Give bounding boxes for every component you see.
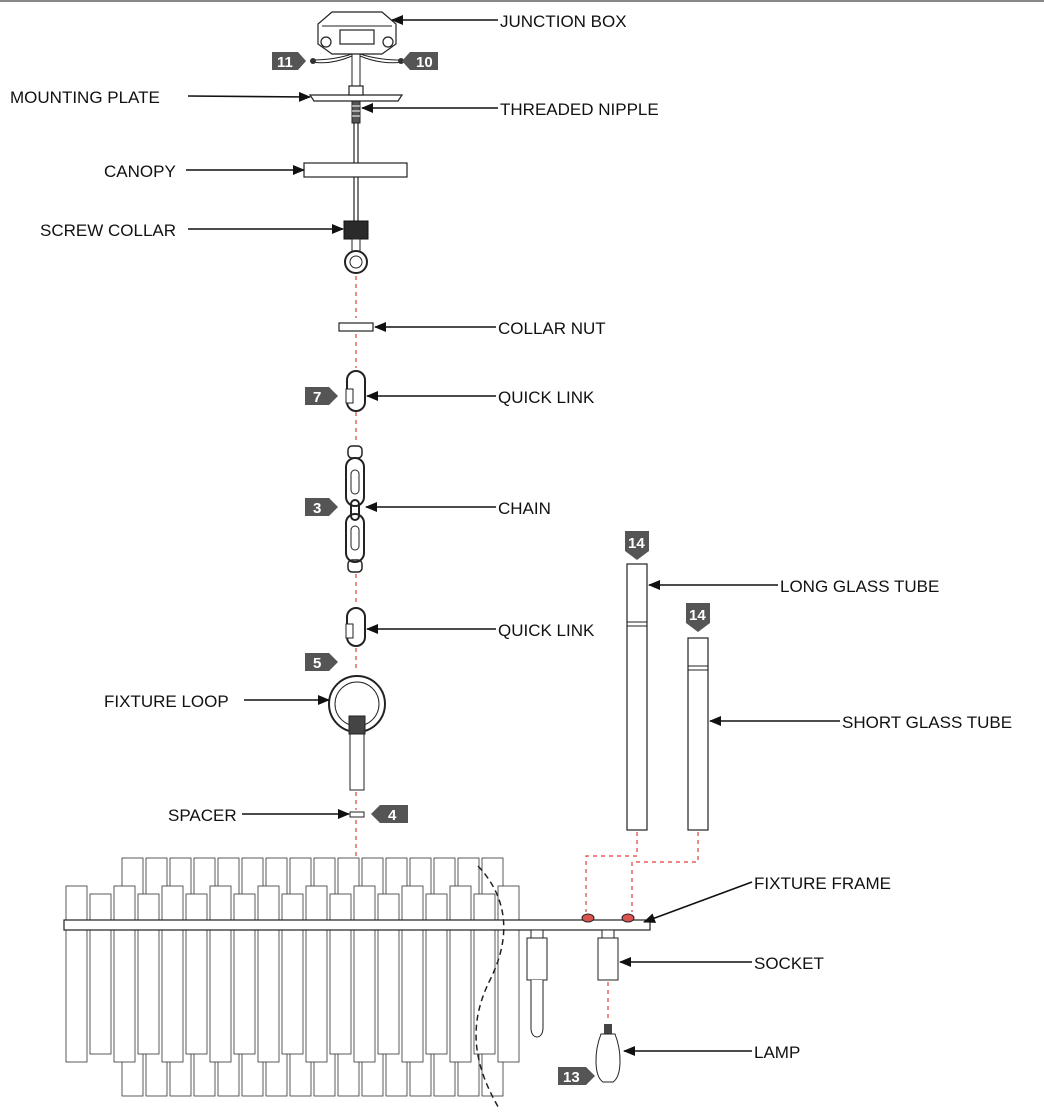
- glass-rod: [209, 885, 232, 1063]
- svg-text:7: 7: [313, 389, 321, 406]
- label-screw-collar: SCREW COLLAR: [40, 221, 176, 240]
- glass-rod: [329, 893, 352, 1055]
- long-glass-tube: [626, 563, 648, 831]
- label-short-glass-tube: SHORT GLASS TUBE: [842, 713, 1012, 732]
- canopy: [303, 162, 408, 178]
- glass-rod: [497, 885, 520, 1063]
- glass-rod: [305, 885, 328, 1063]
- cutaway-line: [475, 865, 505, 1111]
- socket: [597, 929, 619, 981]
- quick-link-bottom: [345, 607, 366, 647]
- glass-rod: [233, 893, 256, 1055]
- badge-14-short: 14: [686, 603, 710, 632]
- screw-collar: [343, 220, 369, 274]
- label-canopy: CANOPY: [104, 162, 176, 181]
- label-collar-nut: COLLAR NUT: [498, 319, 606, 338]
- badge-11: 11: [272, 52, 306, 71]
- fixture-frame: [63, 913, 651, 931]
- svg-text:3: 3: [313, 500, 321, 517]
- svg-text:4: 4: [388, 807, 397, 824]
- badge-14-long: 14: [625, 531, 649, 560]
- svg-text:5: 5: [313, 655, 321, 672]
- glass-rod: [425, 893, 448, 1055]
- fixture-body-glass: [65, 857, 520, 1097]
- svg-text:10: 10: [416, 54, 433, 71]
- socket-left: [526, 929, 548, 1038]
- label-socket: SOCKET: [754, 954, 824, 973]
- label-fixture-frame: FIXTURE FRAME: [754, 874, 891, 893]
- threaded-nipple: [351, 100, 361, 124]
- junction-box: [310, 11, 404, 92]
- glass-rod: [281, 893, 304, 1055]
- svg-text:11: 11: [277, 54, 293, 71]
- quick-link-top: [345, 370, 366, 412]
- badge-7: 7: [305, 387, 338, 406]
- glass-rod: [161, 885, 184, 1063]
- label-fixture-loop: FIXTURE LOOP: [104, 692, 229, 711]
- chain: [345, 445, 365, 573]
- collar-nut: [338, 322, 374, 332]
- badge-5: 5: [305, 653, 338, 672]
- glass-rod: [113, 885, 136, 1063]
- glass-rod: [257, 885, 280, 1063]
- glass-rod: [377, 893, 400, 1055]
- label-chain: CHAIN: [498, 499, 551, 518]
- glass-rod: [65, 885, 88, 1063]
- label-lamp: LAMP: [754, 1043, 800, 1062]
- glass-rod: [89, 893, 112, 1055]
- badge-13: 13: [558, 1067, 595, 1086]
- label-spacer: SPACER: [168, 806, 237, 825]
- badge-4: 4: [371, 805, 408, 824]
- short-glass-tube: [687, 637, 709, 831]
- glass-rod: [353, 885, 376, 1063]
- label-quick-link-bottom: QUICK LINK: [498, 621, 595, 640]
- lamp: [595, 1024, 621, 1083]
- svg-text:14: 14: [628, 535, 645, 552]
- glass-rod: [401, 885, 424, 1063]
- svg-text:14: 14: [689, 607, 706, 624]
- glass-rod: [473, 893, 496, 1055]
- badge-3: 3: [305, 498, 338, 517]
- glass-rod: [449, 885, 472, 1063]
- label-long-glass-tube: LONG GLASS TUBE: [780, 577, 939, 596]
- label-mounting-plate: MOUNTING PLATE: [10, 88, 160, 107]
- badge-10: 10: [402, 52, 438, 71]
- label-quick-link-top: QUICK LINK: [498, 388, 595, 407]
- label-threaded-nipple: THREADED NIPPLE: [500, 100, 659, 119]
- mounting-plate: [308, 85, 404, 102]
- glass-rod: [137, 893, 160, 1055]
- glass-rod: [185, 893, 208, 1055]
- spacer: [349, 811, 365, 818]
- svg-text:13: 13: [563, 1069, 580, 1086]
- fixture-loop: [328, 675, 386, 791]
- label-junction-box: JUNCTION BOX: [500, 12, 627, 31]
